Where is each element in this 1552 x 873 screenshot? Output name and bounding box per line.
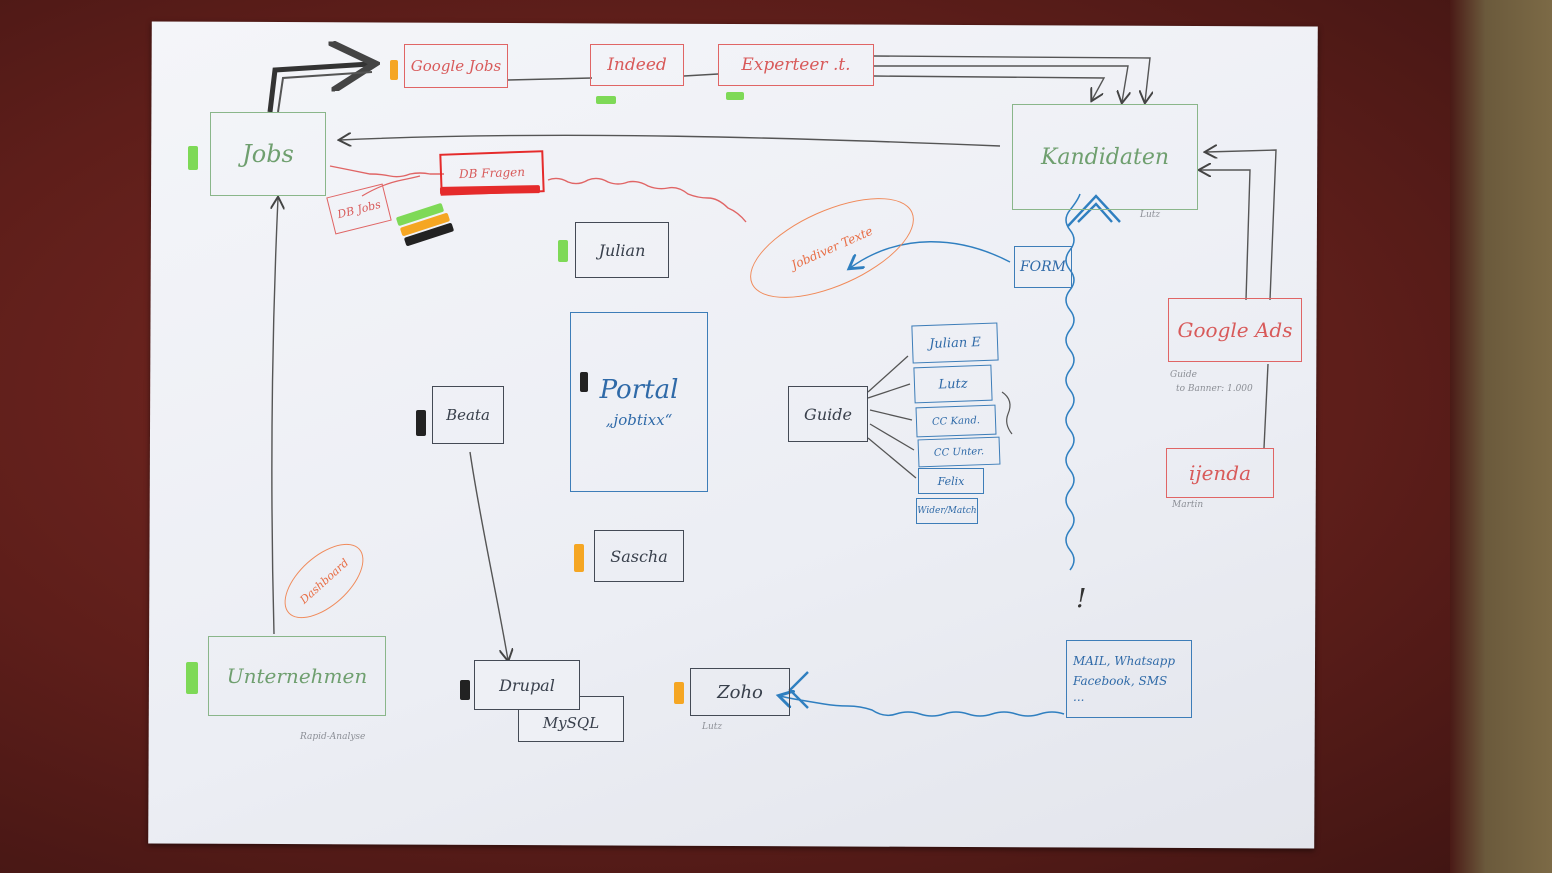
marker-julian <box>558 240 568 262</box>
guide-branch-lines <box>867 355 917 479</box>
guide-bracket <box>1001 391 1013 435</box>
experteer-kandidaten-arrow-3 <box>873 75 1106 100</box>
guide-item-cc-unter: CC Unter. <box>917 436 1001 468</box>
portal-box: Portal „jobtixx“ <box>570 312 708 492</box>
guide-item-label: Julian E <box>928 334 982 352</box>
ijenda-label: ijenda <box>1188 461 1252 485</box>
kandidaten-to-jobs-arrow <box>340 135 1001 146</box>
google-ads-note-1: Guide <box>1170 370 1197 380</box>
guide-item-felix: Felix <box>918 468 984 494</box>
kandidaten-note: Lutz <box>1140 210 1161 220</box>
indeed-box: Indeed <box>590 44 684 86</box>
guide-item-julian-e: Julian E <box>911 322 999 364</box>
db-fragen-wavy-line <box>547 177 747 223</box>
jobs-to-google-jobs-arrow <box>267 64 370 113</box>
experteer-kandidaten-arrow-1 <box>873 55 1150 102</box>
portal-title: Portal <box>599 375 679 405</box>
unternehmen-note: Rapid-Analyse <box>300 732 366 742</box>
form-to-jobdiver-arrow <box>850 241 1011 268</box>
guide-item-wider-match: Wider/Match <box>916 498 978 524</box>
guide-item-lutz: Lutz <box>913 364 993 404</box>
jobs-dbfragen-wavy-line <box>329 165 444 178</box>
unternehmen-to-jobs-arrow <box>272 198 278 635</box>
zoho-box: Zoho <box>690 668 790 716</box>
portal-subtitle: „jobtixx“ <box>605 411 673 429</box>
google-ads-note-2: to Banner: 1.000 <box>1176 384 1253 394</box>
guide-item-label: Wider/Match <box>917 506 977 516</box>
kandidaten-label: Kandidaten <box>1040 144 1170 170</box>
marker-zoho <box>674 682 684 704</box>
sascha-box: Sascha <box>594 530 684 582</box>
experteer-label: Experteer .t. <box>741 55 851 75</box>
zoho-label: Zoho <box>717 681 763 703</box>
guide-item-label: CC Unter. <box>933 445 985 459</box>
julian-box: Julian <box>575 222 669 278</box>
marker-sascha <box>574 544 584 572</box>
beata-label: Beata <box>446 406 490 424</box>
guide-label: Guide <box>804 404 852 424</box>
google-jobs-box: Google Jobs <box>404 44 508 88</box>
drupal-box: Drupal <box>474 660 580 710</box>
db-jobs-label: DB Jobs <box>336 197 382 221</box>
marker-experteer <box>726 92 744 100</box>
marker-jobs <box>188 146 198 170</box>
guide-box: Guide <box>788 386 868 442</box>
indeed-label: Indeed <box>607 55 667 75</box>
channels-box: MAIL, Whatsapp Facebook, SMS ... <box>1066 640 1192 718</box>
sascha-label: Sascha <box>610 546 668 566</box>
google-ads-box: Google Ads <box>1168 298 1302 362</box>
guide-item-label: Lutz <box>938 375 968 393</box>
form-label: FORM <box>1019 259 1067 275</box>
table-edge <box>1450 0 1552 873</box>
db-fragen-label: DB Fragen <box>458 164 526 182</box>
google-ads-to-kandidaten-arrow-2 <box>1200 170 1251 301</box>
channels-to-kandidaten-wavy-line <box>1065 193 1081 571</box>
indeed-experteer-line <box>683 73 719 77</box>
beata-to-drupal-arrow <box>469 451 508 660</box>
experteer-kandidaten-arrow-2 <box>874 65 1128 102</box>
ijenda-note: Martin <box>1172 500 1204 510</box>
google-ads-to-kandidaten-arrow-1 <box>1206 150 1277 301</box>
unternehmen-box: Unternehmen <box>208 636 386 716</box>
ijenda-google-ads-line <box>1263 363 1269 449</box>
julian-label: Julian <box>598 240 646 260</box>
mysql-label: MySQL <box>542 714 600 732</box>
guide-item-label: Felix <box>937 474 965 488</box>
unternehmen-label: Unternehmen <box>226 664 368 688</box>
channels-line-1: MAIL, Whatsapp <box>1073 654 1176 668</box>
jobdiver-texte-label: Jobdiver Texte <box>789 223 875 273</box>
marker-google-jobs <box>390 60 398 80</box>
form-box: FORM <box>1014 246 1072 288</box>
marker-portal <box>580 372 588 392</box>
beata-box: Beata <box>432 386 504 444</box>
marker-beata <box>416 410 426 436</box>
google-jobs-label: Google Jobs <box>410 57 502 75</box>
kandidaten-up-arrowhead <box>1067 194 1121 227</box>
channels-line-2: Facebook, SMS <box>1073 674 1168 688</box>
exclaim-mark: ! <box>1076 584 1087 614</box>
channels-line-3: ... <box>1073 690 1085 704</box>
channels-to-zoho-arrow <box>780 696 1065 717</box>
drupal-label: Drupal <box>499 675 555 695</box>
jobs-label: Jobs <box>242 140 294 168</box>
guide-item-label: CC Kand. <box>931 414 981 428</box>
marker-drupal <box>460 680 470 700</box>
experteer-box: Experteer .t. <box>718 44 874 86</box>
google-ads-label: Google Ads <box>1177 318 1293 342</box>
ijenda-box: ijenda <box>1166 448 1274 498</box>
guide-item-cc-kand: CC Kand. <box>915 404 997 438</box>
google-indeed-line <box>507 77 593 81</box>
zoho-note: Lutz <box>702 722 723 732</box>
marker-indeed <box>596 96 616 104</box>
marker-unternehmen <box>186 662 198 694</box>
kandidaten-box: Kandidaten <box>1012 104 1198 210</box>
jobs-box: Jobs <box>210 112 326 196</box>
